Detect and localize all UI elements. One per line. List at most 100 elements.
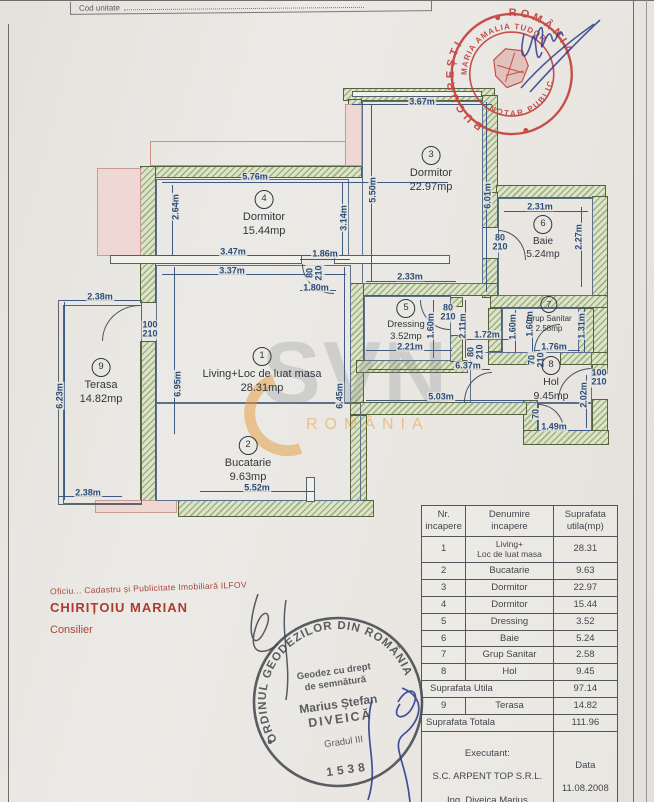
dim-label: 1.72m bbox=[473, 329, 501, 340]
data-label: Data bbox=[575, 759, 596, 771]
wall-segment bbox=[560, 352, 608, 365]
door-size-label: 80 210 bbox=[491, 232, 509, 253]
table-row: 4 Dormitor 15.44 bbox=[420, 595, 619, 614]
ocpi-block: Oficiu... Cadastru și Publicitate Imobil… bbox=[49, 579, 247, 636]
wall-segment bbox=[523, 430, 609, 445]
room-name: Hol bbox=[543, 376, 559, 388]
dim-label: 5.76m bbox=[241, 171, 269, 182]
dim-line bbox=[368, 369, 490, 370]
room-name: Dressing bbox=[387, 319, 425, 330]
room-label-grup-sanitar: 7 Grup Sanitar 2.58mp bbox=[526, 296, 572, 335]
areas-table: Nr. incapere Denumire incapere Suprafata… bbox=[420, 505, 619, 802]
dim-label: 1.80m bbox=[302, 282, 330, 293]
cell-area: 5.24 bbox=[552, 629, 619, 648]
table-row: 7 Grup Sanitar 2.58 bbox=[420, 646, 619, 665]
stamp-text-bucuresti: BUCUREȘTI bbox=[435, 35, 488, 137]
dim-label: 6.01m bbox=[482, 182, 493, 210]
dim-label: 1.49m bbox=[540, 421, 568, 432]
ocpi-role: Consilier bbox=[50, 624, 93, 636]
dim-label: 1.60m bbox=[507, 313, 518, 341]
dim-line bbox=[162, 274, 346, 275]
cell-name: Baie bbox=[465, 629, 554, 648]
dim-label: 2.33m bbox=[396, 271, 424, 282]
room-number-badge: 5 bbox=[396, 299, 416, 318]
col-header-nr: Nr. incapere bbox=[420, 505, 467, 537]
room-number-badge: 8 bbox=[541, 356, 561, 375]
watermark-country: ROMÂNIA bbox=[306, 416, 430, 433]
cell-area: 9.45 bbox=[552, 663, 619, 682]
table-row: 5 Dressing 3.52 bbox=[420, 612, 619, 631]
room-number-badge: 9 bbox=[91, 358, 111, 377]
room-area: 22.97mp bbox=[409, 181, 453, 194]
dim-label: 3.67m bbox=[408, 96, 436, 107]
executant-label: Executant: bbox=[464, 747, 510, 759]
dim-label: 2.27m bbox=[573, 223, 584, 251]
totala-value: 111.96 bbox=[552, 713, 619, 732]
cell-area: 14.82 bbox=[552, 697, 619, 715]
cell-area: 15.44 bbox=[552, 595, 619, 614]
door-size-label: 100 210 bbox=[141, 319, 159, 340]
room-outline-bucatarie bbox=[156, 403, 361, 501]
dim-label: 2.64m bbox=[170, 193, 181, 221]
window bbox=[334, 255, 450, 264]
cell-nr: 5 bbox=[420, 612, 467, 631]
room-label-terasa: 9 Terasa 14.82mp bbox=[79, 358, 123, 407]
table-row: 1 Living+ Loc de luat masa 28.31 bbox=[420, 535, 619, 564]
window bbox=[110, 255, 302, 264]
dotted-line bbox=[123, 0, 364, 11]
dim-label: 3.37m bbox=[218, 265, 246, 276]
table-row: 3 Dormitor 22.97 bbox=[420, 578, 619, 597]
wall-segment bbox=[350, 415, 367, 502]
data-value: 11.08.2008 bbox=[561, 783, 609, 795]
coat-of-arms-icon bbox=[493, 48, 529, 89]
wall-segment bbox=[150, 166, 362, 178]
watermark-brand: SVN bbox=[262, 323, 449, 422]
wall-segment bbox=[356, 283, 498, 296]
cell-name: Hol bbox=[465, 663, 554, 682]
executant-cell: Executant: S.C. ARPENT TOP S.R.L. Ing. D… bbox=[421, 730, 554, 802]
room-area: 2.58mp bbox=[535, 324, 563, 334]
door-size-label: 80 210 bbox=[304, 264, 325, 282]
room-name: Grup Sanitar bbox=[526, 314, 572, 323]
executant-row: Executant: S.C. ARPENT TOP S.R.L. Ing. D… bbox=[421, 730, 619, 802]
room-outline-dressing bbox=[364, 296, 451, 361]
dim-label: 6.95m bbox=[172, 370, 183, 398]
cell-area: 9.63 bbox=[552, 562, 619, 580]
cell-nr: 8 bbox=[420, 663, 467, 682]
dim-line bbox=[344, 267, 345, 402]
wall-segment bbox=[488, 308, 502, 352]
cell-name: Living+ Loc de luat masa bbox=[465, 535, 554, 564]
room-number-badge: 2 bbox=[238, 436, 258, 455]
cell-nr: 6 bbox=[420, 629, 467, 648]
room-label-living: 1 Living+Loc de luat masa 28.31mp bbox=[203, 347, 321, 396]
window bbox=[352, 91, 482, 97]
dim-label: 3.14m bbox=[338, 204, 349, 232]
cell-name: Terasa bbox=[465, 697, 554, 715]
wall-segment bbox=[350, 402, 527, 415]
ocpi-office-line: Oficiu... Cadastru și Publicitate Imobil… bbox=[49, 579, 247, 597]
wall-segment bbox=[592, 196, 608, 374]
room-label-dormitor-4: 4 Dormitor 15.44mp bbox=[243, 190, 285, 239]
cell-nr: 3 bbox=[420, 578, 467, 597]
summary-row-utila: Suprafata Utila 97.14 bbox=[421, 680, 619, 698]
stamp-text-notar-public: NOTAR PUBLIC bbox=[484, 76, 562, 124]
cod-unitate-box: Cod unitate bbox=[69, 0, 433, 15]
table-row: 6 Baie 5.24 bbox=[420, 629, 619, 648]
wall-segment bbox=[178, 500, 374, 517]
cell-area: 3.52 bbox=[552, 612, 619, 631]
cell-name: Dormitor bbox=[465, 595, 554, 614]
door-size-label: 70 bbox=[530, 407, 541, 421]
dim-label: 2.02m bbox=[578, 381, 589, 409]
room-number-badge: 1 bbox=[252, 347, 272, 366]
wall-segment bbox=[140, 341, 156, 501]
dim-label: 2.38m bbox=[86, 291, 114, 302]
room-label-dressing: 5 Dressing 3.52mp bbox=[387, 299, 425, 344]
col-header-denumire: Denumire incapere bbox=[465, 505, 554, 537]
stamp-number: 1538 bbox=[325, 759, 369, 779]
door-arc-corridor bbox=[464, 372, 492, 402]
stamp-grade: Gradul III bbox=[324, 734, 364, 750]
room-area: 14.82mp bbox=[79, 393, 123, 406]
room-area: 28.31mp bbox=[240, 382, 284, 395]
dim-line bbox=[162, 182, 448, 183]
